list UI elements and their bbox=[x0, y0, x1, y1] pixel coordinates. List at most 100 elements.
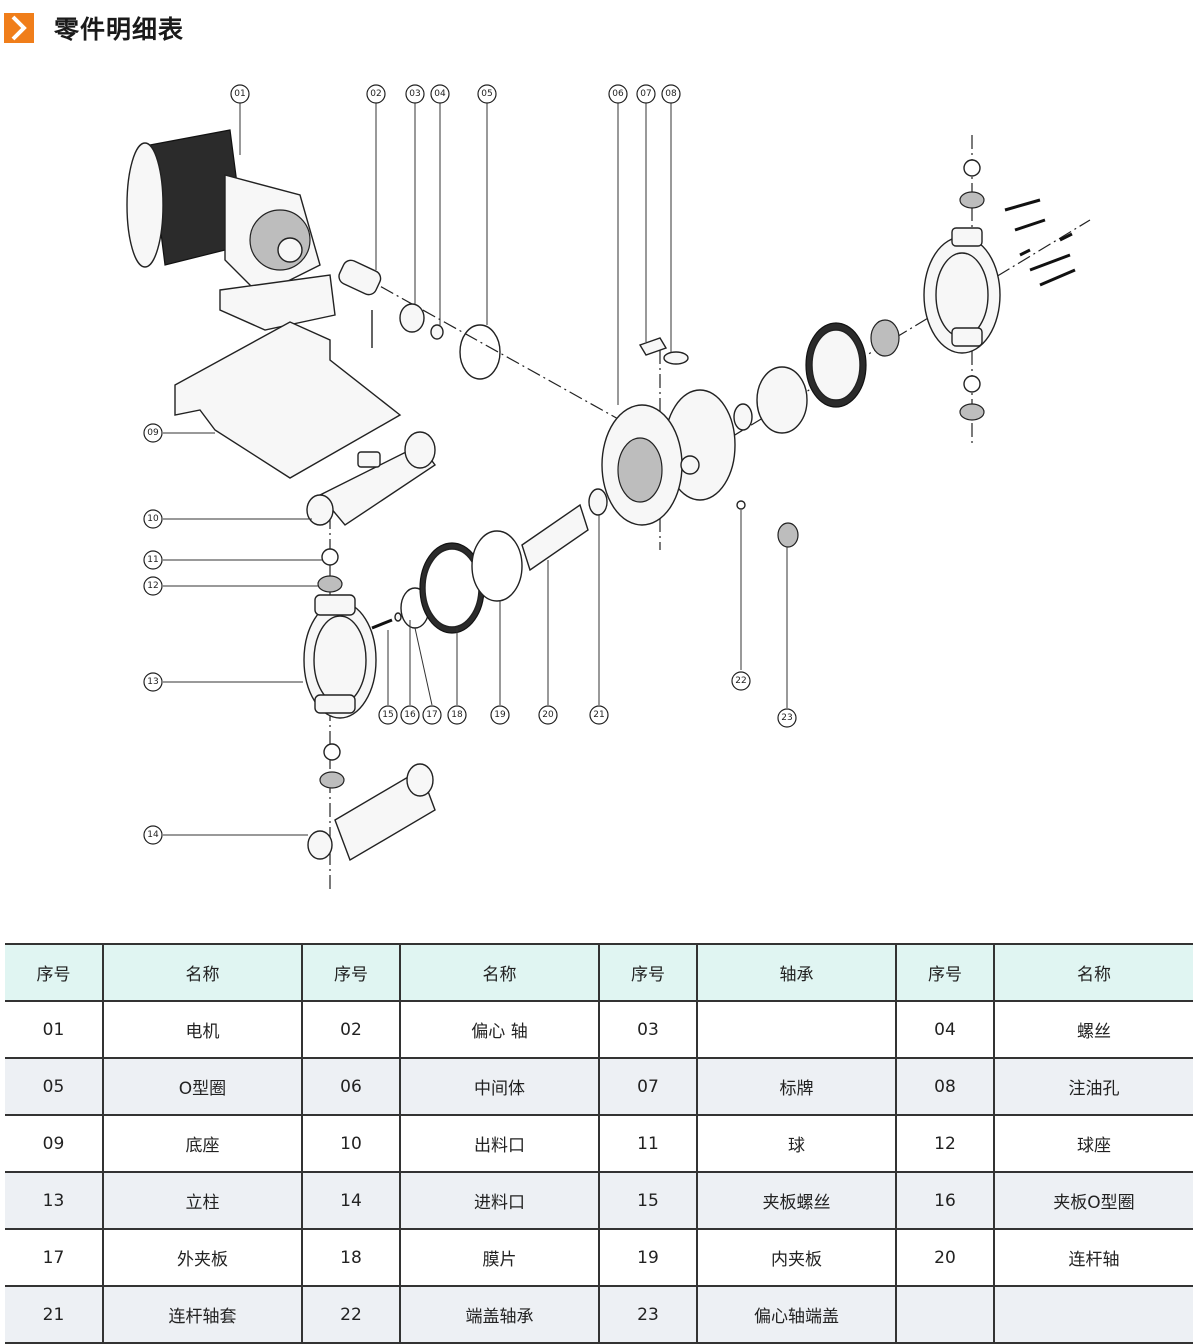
table-cell: 14 bbox=[302, 1172, 401, 1229]
table-cell: 球座 bbox=[994, 1115, 1193, 1172]
base-plate bbox=[174, 321, 402, 479]
table-cell: 02 bbox=[302, 1001, 401, 1058]
ball-seat bbox=[319, 771, 345, 789]
bolts bbox=[1004, 198, 1076, 287]
connecting-rod bbox=[521, 503, 589, 572]
clamp-screw bbox=[371, 618, 393, 630]
svg-text:22: 22 bbox=[735, 676, 746, 686]
table-cell: 11 bbox=[599, 1115, 698, 1172]
table-cell: 20 bbox=[896, 1229, 995, 1286]
table-cell: 出料口 bbox=[400, 1115, 600, 1172]
svg-text:23: 23 bbox=[781, 713, 792, 723]
callout-01: 01 bbox=[230, 84, 250, 104]
svg-text:03: 03 bbox=[409, 89, 420, 99]
middle-body bbox=[601, 389, 736, 526]
page-header: 零件明细表 bbox=[4, 8, 184, 48]
eccentric-end-cap bbox=[777, 522, 799, 548]
column-header: 轴承 bbox=[697, 944, 897, 1001]
table-cell: 03 bbox=[599, 1001, 698, 1058]
ball-seat bbox=[959, 403, 985, 421]
table-cell: 连杆轴 bbox=[994, 1229, 1193, 1286]
table-row: 01 电机 02 偏心 轴 03 04 螺丝 bbox=[5, 1001, 1193, 1058]
ball bbox=[321, 548, 339, 566]
callout-20: 20 bbox=[538, 705, 558, 725]
table-cell: 08 bbox=[896, 1058, 995, 1115]
ball-seat bbox=[959, 191, 985, 209]
table-cell: 内夹板 bbox=[697, 1229, 897, 1286]
table-cell: 偏心 轴 bbox=[400, 1001, 600, 1058]
outer-plate-right bbox=[870, 319, 900, 357]
svg-text:12: 12 bbox=[147, 581, 158, 591]
table-row: 21 连杆轴套 22 端盖轴承 23 偏心轴端盖 bbox=[5, 1286, 1193, 1343]
table-cell: 夹板O型圈 bbox=[994, 1172, 1193, 1229]
column-header: 名称 bbox=[400, 944, 600, 1001]
svg-text:21: 21 bbox=[593, 710, 604, 720]
svg-text:05: 05 bbox=[481, 89, 492, 99]
table-cell: 连杆轴套 bbox=[103, 1286, 303, 1343]
callout-06: 06 bbox=[608, 84, 628, 104]
table-cell: 螺丝 bbox=[994, 1001, 1193, 1058]
ball bbox=[323, 743, 341, 761]
svg-text:13: 13 bbox=[147, 677, 158, 687]
table-cell: 端盖轴承 bbox=[400, 1286, 600, 1343]
end-cap-right bbox=[923, 227, 1001, 354]
column-header: 序号 bbox=[599, 944, 698, 1001]
callout-11: 11 bbox=[143, 550, 163, 570]
table-row: 09 底座 10 出料口 11 球 12 球座 bbox=[5, 1115, 1193, 1172]
rod-bushing bbox=[588, 488, 608, 516]
svg-text:10: 10 bbox=[147, 514, 159, 524]
table-cell: 偏心轴端盖 bbox=[697, 1286, 897, 1343]
table-header-row: 序号 名称 序号 名称 序号 轴承 序号 名称 bbox=[5, 944, 1193, 1001]
svg-text:15: 15 bbox=[382, 710, 393, 720]
callout-09: 09 bbox=[143, 423, 163, 443]
table-cell: 13 bbox=[5, 1172, 104, 1229]
callout-03: 03 bbox=[405, 84, 425, 104]
ball bbox=[963, 159, 981, 177]
table-cell: 立柱 bbox=[103, 1172, 303, 1229]
center-axis bbox=[359, 274, 621, 421]
bushing bbox=[733, 403, 753, 431]
table-cell: 05 bbox=[5, 1058, 104, 1115]
table-row: 13 立柱 14 进料口 15 夹板螺丝 16 夹板O型圈 bbox=[5, 1172, 1193, 1229]
motor bbox=[126, 129, 382, 348]
svg-text:18: 18 bbox=[451, 710, 463, 720]
callout-05: 05 bbox=[477, 84, 497, 104]
callout-17: 17 bbox=[422, 705, 442, 725]
o-ring bbox=[459, 324, 501, 380]
column-header: 序号 bbox=[896, 944, 995, 1001]
table-cell: 23 bbox=[599, 1286, 698, 1343]
table-row: 05 O型圈 06 中间体 07 标牌 08 注油孔 bbox=[5, 1058, 1193, 1115]
table-cell bbox=[697, 1001, 897, 1058]
small-o-ring bbox=[430, 324, 444, 340]
table-cell: 底座 bbox=[103, 1115, 303, 1172]
table-cell: 注油孔 bbox=[994, 1058, 1193, 1115]
column-header: 序号 bbox=[5, 944, 104, 1001]
svg-text:20: 20 bbox=[542, 710, 554, 720]
callout-14: 14 bbox=[143, 825, 163, 845]
svg-text:04: 04 bbox=[434, 89, 446, 99]
svg-text:07: 07 bbox=[640, 89, 651, 99]
inner-plate-left bbox=[471, 530, 523, 602]
table-cell: 17 bbox=[5, 1229, 104, 1286]
svg-text:02: 02 bbox=[370, 89, 381, 99]
exploded-parts-diagram: 01 02 03 04 05 06 07 08 09 10 11 12 13 1… bbox=[0, 60, 1200, 920]
table-cell: O型圈 bbox=[103, 1058, 303, 1115]
diagram-canvas: 01 02 03 04 05 06 07 08 09 10 11 12 13 1… bbox=[126, 84, 1091, 890]
table-cell: 12 bbox=[896, 1115, 995, 1172]
callout-10: 10 bbox=[143, 509, 163, 529]
table-row: 17 外夹板 18 膜片 19 内夹板 20 连杆轴 bbox=[5, 1229, 1193, 1286]
svg-text:01: 01 bbox=[234, 89, 245, 99]
parts-table: 序号 名称 序号 名称 序号 轴承 序号 名称 01 电机 02 偏心 轴 03… bbox=[5, 943, 1193, 1344]
table-cell: 进料口 bbox=[400, 1172, 600, 1229]
table-cell bbox=[994, 1286, 1193, 1343]
table-cell: 中间体 bbox=[400, 1058, 600, 1115]
inlet-manifold bbox=[307, 763, 436, 862]
pump-column-left bbox=[303, 594, 377, 719]
callout-18: 18 bbox=[447, 705, 467, 725]
column-header: 名称 bbox=[994, 944, 1193, 1001]
column-header: 名称 bbox=[103, 944, 303, 1001]
callout-13: 13 bbox=[143, 672, 163, 692]
table-cell: 06 bbox=[302, 1058, 401, 1115]
outlet-manifold bbox=[306, 431, 437, 526]
table-cell: 04 bbox=[896, 1001, 995, 1058]
